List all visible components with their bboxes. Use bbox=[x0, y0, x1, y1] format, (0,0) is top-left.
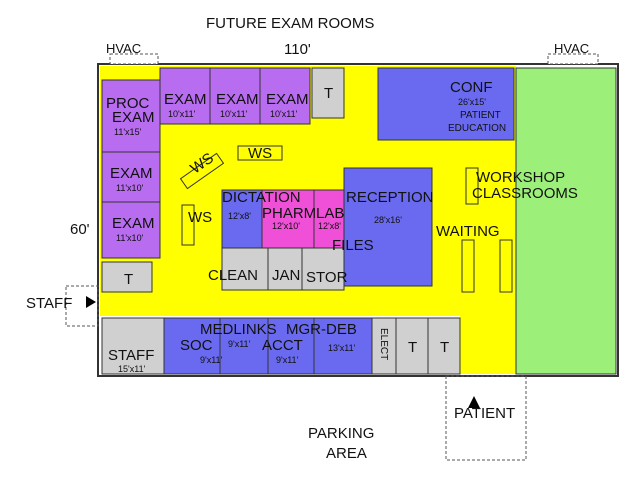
clean-label: CLEAN bbox=[208, 267, 259, 284]
room-pharm bbox=[261, 189, 315, 249]
room-soc bbox=[163, 317, 221, 375]
hvac-right-label: HVAC bbox=[554, 41, 590, 56]
exam-e-dim: 11'x10' bbox=[116, 233, 144, 243]
patient-entry-canopy bbox=[445, 375, 527, 461]
hvac-pad-left bbox=[109, 53, 159, 65]
conf-patient-label: PATIENT bbox=[460, 110, 501, 121]
patient-entry-arrow bbox=[468, 396, 480, 408]
room-exam-a bbox=[159, 67, 211, 125]
files-label: FILES bbox=[332, 237, 374, 254]
room-medlinks bbox=[219, 317, 269, 375]
parking-area-label: AREA bbox=[326, 445, 367, 462]
reception-label: RECEPTION bbox=[346, 189, 434, 206]
room-toilet-left bbox=[101, 261, 153, 293]
waiting-chairs bbox=[461, 239, 475, 293]
proc-label: PROC bbox=[106, 95, 150, 112]
room-jan bbox=[267, 247, 303, 291]
hvac-left-label: HVAC bbox=[106, 41, 142, 56]
waiting-chairs-3 bbox=[465, 167, 479, 205]
corridor-entry bbox=[460, 316, 516, 374]
dictation-dim: 12'x8' bbox=[228, 211, 251, 221]
exam-b-label: EXAM bbox=[216, 91, 259, 108]
staff-entry-canopy bbox=[65, 285, 99, 327]
toilet-top-label: T bbox=[324, 85, 334, 102]
pharm-label: PHARM bbox=[262, 205, 317, 222]
mgr-deb-label: MGR-DEB bbox=[286, 321, 357, 338]
exam-d-label: EXAM bbox=[110, 165, 153, 182]
medlinks-label: MEDLINKS bbox=[200, 321, 277, 338]
workstation-left bbox=[181, 204, 195, 246]
proc-exam-dim: 11'x15' bbox=[114, 127, 142, 137]
room-clean bbox=[221, 247, 269, 291]
parking-label: PARKING bbox=[308, 425, 375, 442]
conf-label: CONF bbox=[450, 79, 493, 96]
room-proc-exam bbox=[101, 79, 161, 153]
workshop-label: WORKSHOP bbox=[476, 169, 566, 186]
staff-label: STAFF bbox=[108, 347, 155, 364]
toilet-left-label: T bbox=[124, 271, 134, 288]
medlinks-dim: 9'x11' bbox=[228, 339, 251, 349]
lab-label: LAB bbox=[316, 205, 345, 222]
pharm-dim: 12'x10' bbox=[272, 221, 300, 231]
lab-dim: 12'x8' bbox=[318, 221, 341, 231]
room-stor bbox=[301, 247, 345, 291]
exam-d-dim: 11'x10' bbox=[116, 183, 144, 193]
workstation-diagonal bbox=[179, 152, 225, 190]
waiting-label: WAITING bbox=[436, 223, 500, 240]
room-exam-b bbox=[209, 67, 261, 125]
staff-entry-label: STAFF bbox=[26, 295, 73, 312]
conf-education-label: EDUCATION bbox=[448, 123, 507, 134]
conf-dim: 26'x15' bbox=[458, 97, 486, 107]
waiting-chairs-2 bbox=[499, 239, 513, 293]
room-toilet-top bbox=[311, 67, 345, 119]
jan-label: JAN bbox=[272, 267, 301, 284]
exam-b-dim: 10'x11' bbox=[220, 109, 248, 119]
toilet-b1-label: T bbox=[408, 339, 418, 356]
workstation-top bbox=[237, 145, 283, 161]
room-toilet-b2 bbox=[427, 317, 461, 375]
exam-a-label: EXAM bbox=[164, 91, 207, 108]
room-exam-e bbox=[101, 201, 161, 259]
height-dimension: 60' bbox=[70, 221, 90, 238]
exam-c-dim: 10'x11' bbox=[270, 109, 298, 119]
proc-exam-label: EXAM bbox=[112, 109, 155, 126]
room-workshop-classrooms bbox=[515, 67, 617, 375]
dictation-label: DICTATION bbox=[222, 189, 301, 206]
exam-a-dim: 10'x11' bbox=[168, 109, 196, 119]
room-elect bbox=[371, 317, 397, 375]
reception-dim: 28'x16' bbox=[374, 215, 402, 225]
exam-e-label: EXAM bbox=[112, 215, 155, 232]
acct-dim: 9'x11' bbox=[276, 355, 299, 365]
future-exam-rooms-label: FUTURE EXAM ROOMS bbox=[206, 15, 375, 32]
exam-c-label: EXAM bbox=[266, 91, 309, 108]
toilet-b2-label: T bbox=[440, 339, 450, 356]
stor-label: STOR bbox=[306, 269, 348, 286]
room-reception bbox=[343, 167, 433, 287]
classrooms-label: CLASSROOMS bbox=[472, 185, 578, 202]
room-exam-d bbox=[101, 151, 161, 203]
soc-dim: 9'x11' bbox=[200, 355, 223, 365]
ws-left-label: WS bbox=[188, 209, 213, 226]
room-conf bbox=[377, 67, 515, 141]
staff-dim: 15'x11' bbox=[118, 364, 146, 374]
width-dimension: 110' bbox=[284, 41, 311, 58]
soc-label: SOC bbox=[180, 337, 213, 354]
staff-entry-arrow bbox=[86, 296, 96, 308]
elect-label: ELECT bbox=[378, 328, 389, 361]
room-toilet-b1 bbox=[395, 317, 429, 375]
room-mgr-deb bbox=[313, 317, 373, 375]
patient-entry-label: PATIENT bbox=[454, 405, 516, 422]
acct-label: ACCT bbox=[262, 337, 303, 354]
room-lab bbox=[313, 189, 345, 249]
ws-top-label: WS bbox=[248, 145, 273, 162]
room-staff bbox=[101, 317, 165, 375]
hvac-pad-right bbox=[547, 53, 599, 65]
room-exam-c bbox=[259, 67, 311, 125]
mgr-deb-dim: 13'x11' bbox=[328, 343, 356, 353]
